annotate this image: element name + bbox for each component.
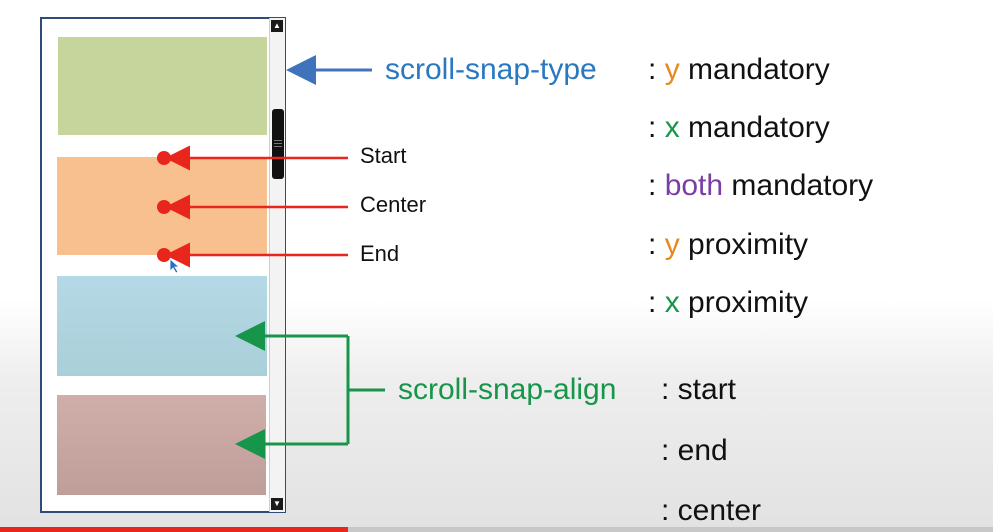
video-progress-played (0, 527, 348, 532)
snap-type-option: : x mandatory (648, 111, 830, 144)
scrollbar-thumb[interactable] (272, 109, 284, 179)
snap-type-option: : both mandatory (648, 169, 874, 202)
center-marker-dot (157, 200, 171, 214)
green-snap-item (58, 37, 267, 135)
scroll-down-arrow-icon[interactable]: ▼ (271, 498, 283, 510)
end-marker-dot (157, 248, 171, 262)
video-progress-track[interactable] (0, 527, 993, 532)
snap-type-option: : y proximity (648, 228, 809, 261)
end-label: End (360, 241, 400, 266)
snap-align-option: : start (661, 373, 737, 406)
mouse-cursor-icon (169, 258, 181, 274)
blue-snap-item (57, 276, 267, 376)
rose-snap-item (57, 395, 266, 495)
snap-align-label: scroll-snap-align (398, 373, 617, 406)
snap-type-label: scroll-snap-type (385, 53, 597, 86)
start-marker-dot (157, 151, 171, 165)
snap-type-option: : y mandatory (648, 53, 830, 86)
snap-align-option: : end (661, 434, 728, 467)
snap-align-option: : center (661, 494, 762, 527)
start-label: Start (360, 143, 407, 168)
vertical-scrollbar[interactable]: ▲ ▼ (269, 18, 285, 512)
center-label: Center (360, 192, 427, 217)
snap-type-option: : x proximity (648, 286, 809, 319)
scroll-up-arrow-icon[interactable]: ▲ (271, 20, 283, 32)
